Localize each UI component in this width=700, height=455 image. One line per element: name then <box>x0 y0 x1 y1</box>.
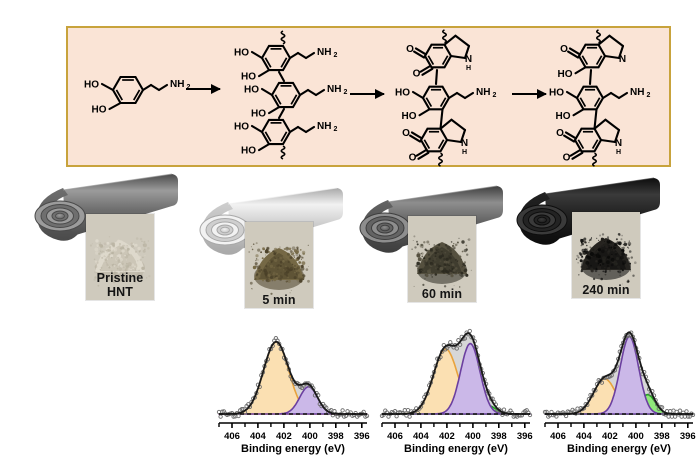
powder-photo-pda-hnt-240min: 240 min <box>572 212 640 298</box>
svg-text:404: 404 <box>413 431 430 442</box>
svg-text:398: 398 <box>491 431 507 442</box>
svg-text:396: 396 <box>354 431 370 442</box>
sample-caption: Pristine HNT <box>96 271 144 299</box>
svg-text:HO: HO <box>251 109 266 120</box>
svg-text:406: 406 <box>224 431 240 442</box>
svg-text:HO: HO <box>558 69 573 80</box>
svg-text:HO: HO <box>241 72 256 83</box>
powder-photo-pristine-hnt: Pristine HNT <box>86 214 154 300</box>
reaction-arrow-2 <box>350 89 385 99</box>
svg-text:HO: HO <box>402 111 417 122</box>
svg-text:HO: HO <box>84 80 99 91</box>
svg-text:N: N <box>619 54 626 65</box>
svg-text:2: 2 <box>187 84 191 91</box>
svg-text:NH: NH <box>327 84 341 95</box>
sample-caption: 240 min <box>582 283 630 297</box>
svg-text:402: 402 <box>439 431 455 442</box>
svg-text:2: 2 <box>334 126 338 133</box>
svg-text:406: 406 <box>387 431 403 442</box>
svg-text:Binding energy (eV): Binding energy (eV) <box>241 443 345 455</box>
svg-text:N: N <box>615 138 622 149</box>
svg-text:NH: NH <box>317 47 331 58</box>
reaction-arrow-1 <box>186 84 221 94</box>
svg-text:HO: HO <box>556 111 571 122</box>
svg-text:O: O <box>409 152 417 163</box>
svg-text:404: 404 <box>250 431 267 442</box>
svg-text:O: O <box>560 44 568 55</box>
svg-text:396: 396 <box>680 431 696 442</box>
svg-text:HO: HO <box>234 48 249 59</box>
svg-text:Binding energy (eV): Binding energy (eV) <box>404 443 508 455</box>
svg-text:N: N <box>461 138 468 149</box>
svg-text:400: 400 <box>302 431 318 442</box>
reaction-arrow-3 <box>512 89 547 99</box>
svg-text:HO: HO <box>234 122 249 133</box>
svg-text:HO: HO <box>395 88 410 99</box>
svg-text:2: 2 <box>344 89 348 96</box>
svg-text:398: 398 <box>654 431 670 442</box>
svg-text:HO: HO <box>92 104 107 115</box>
svg-text:402: 402 <box>602 431 618 442</box>
svg-text:Binding energy (eV): Binding energy (eV) <box>567 443 671 455</box>
svg-text:O: O <box>402 128 410 139</box>
svg-text:NH: NH <box>630 87 644 98</box>
svg-text:400: 400 <box>628 431 644 442</box>
svg-text:NH: NH <box>476 87 490 98</box>
svg-text:2: 2 <box>647 92 651 99</box>
svg-text:NH: NH <box>170 79 184 90</box>
svg-text:N: N <box>465 54 472 65</box>
powder-photo-pda-hnt-5min: 5 min <box>245 222 313 308</box>
svg-text:H: H <box>616 149 621 156</box>
svg-text:406: 406 <box>550 431 566 442</box>
svg-text:400: 400 <box>465 431 481 442</box>
svg-text:HO: HO <box>244 85 259 96</box>
svg-text:NH: NH <box>317 121 331 132</box>
svg-text:H: H <box>466 65 471 72</box>
sample-caption: 60 min <box>421 287 463 301</box>
svg-text:2: 2 <box>493 92 497 99</box>
svg-text:404: 404 <box>576 431 593 442</box>
svg-text:O: O <box>556 128 564 139</box>
svg-text:O: O <box>413 68 421 79</box>
svg-text:402: 402 <box>276 431 292 442</box>
svg-text:396: 396 <box>517 431 533 442</box>
sample-caption: 5 min <box>262 293 296 307</box>
svg-text:HO: HO <box>549 88 564 99</box>
svg-text:2: 2 <box>334 52 338 59</box>
svg-text:O: O <box>406 44 414 55</box>
svg-text:H: H <box>462 149 467 156</box>
reaction-scheme-molecules: HOHONH2HOHONH2HOHONH2HOHONH2NHOOHOHONH2N… <box>84 29 651 167</box>
svg-text:O: O <box>563 152 571 163</box>
svg-text:398: 398 <box>328 431 344 442</box>
reaction-scheme-box: HOHONH2HOHONH2HOHONH2HOHONH2NHOOHOHONH2N… <box>66 26 671 167</box>
powder-photo-pda-hnt-60min: 60 min <box>408 216 476 302</box>
svg-text:HO: HO <box>241 146 256 157</box>
